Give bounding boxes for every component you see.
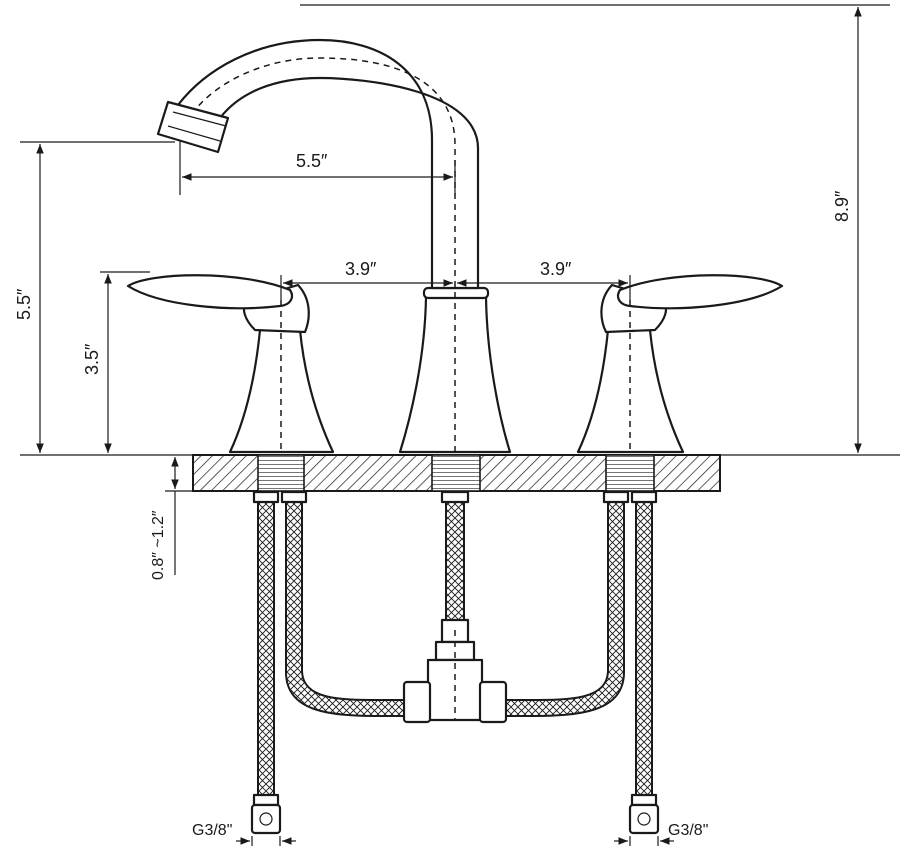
right-center-label: 3.9″ xyxy=(540,259,572,279)
handle-height-label: 3.5″ xyxy=(82,343,102,375)
countertop-deck xyxy=(20,454,900,492)
right-handle xyxy=(576,274,784,454)
spout xyxy=(156,38,512,454)
tee-fitting xyxy=(402,618,508,724)
deck-thickness-label: 0.8″ ~1.2″ xyxy=(150,510,167,580)
supply-hoses xyxy=(250,490,660,835)
left-connector-label: G3/8" xyxy=(192,822,232,839)
total-height-label: 8.9″ xyxy=(832,190,852,222)
dimension-labels: 5.5″ 3.9″ 3.9″ 8.9″ 5.5″ 3.5″ 0.8″ ~1.2″… xyxy=(14,151,852,839)
left-handle xyxy=(126,274,335,454)
right-connector-label: G3/8" xyxy=(668,822,708,839)
spout-height-label: 5.5″ xyxy=(14,288,34,320)
spout-reach-label: 5.5″ xyxy=(296,151,328,171)
left-center-label: 3.9″ xyxy=(345,259,377,279)
dimension-lines xyxy=(20,4,890,846)
